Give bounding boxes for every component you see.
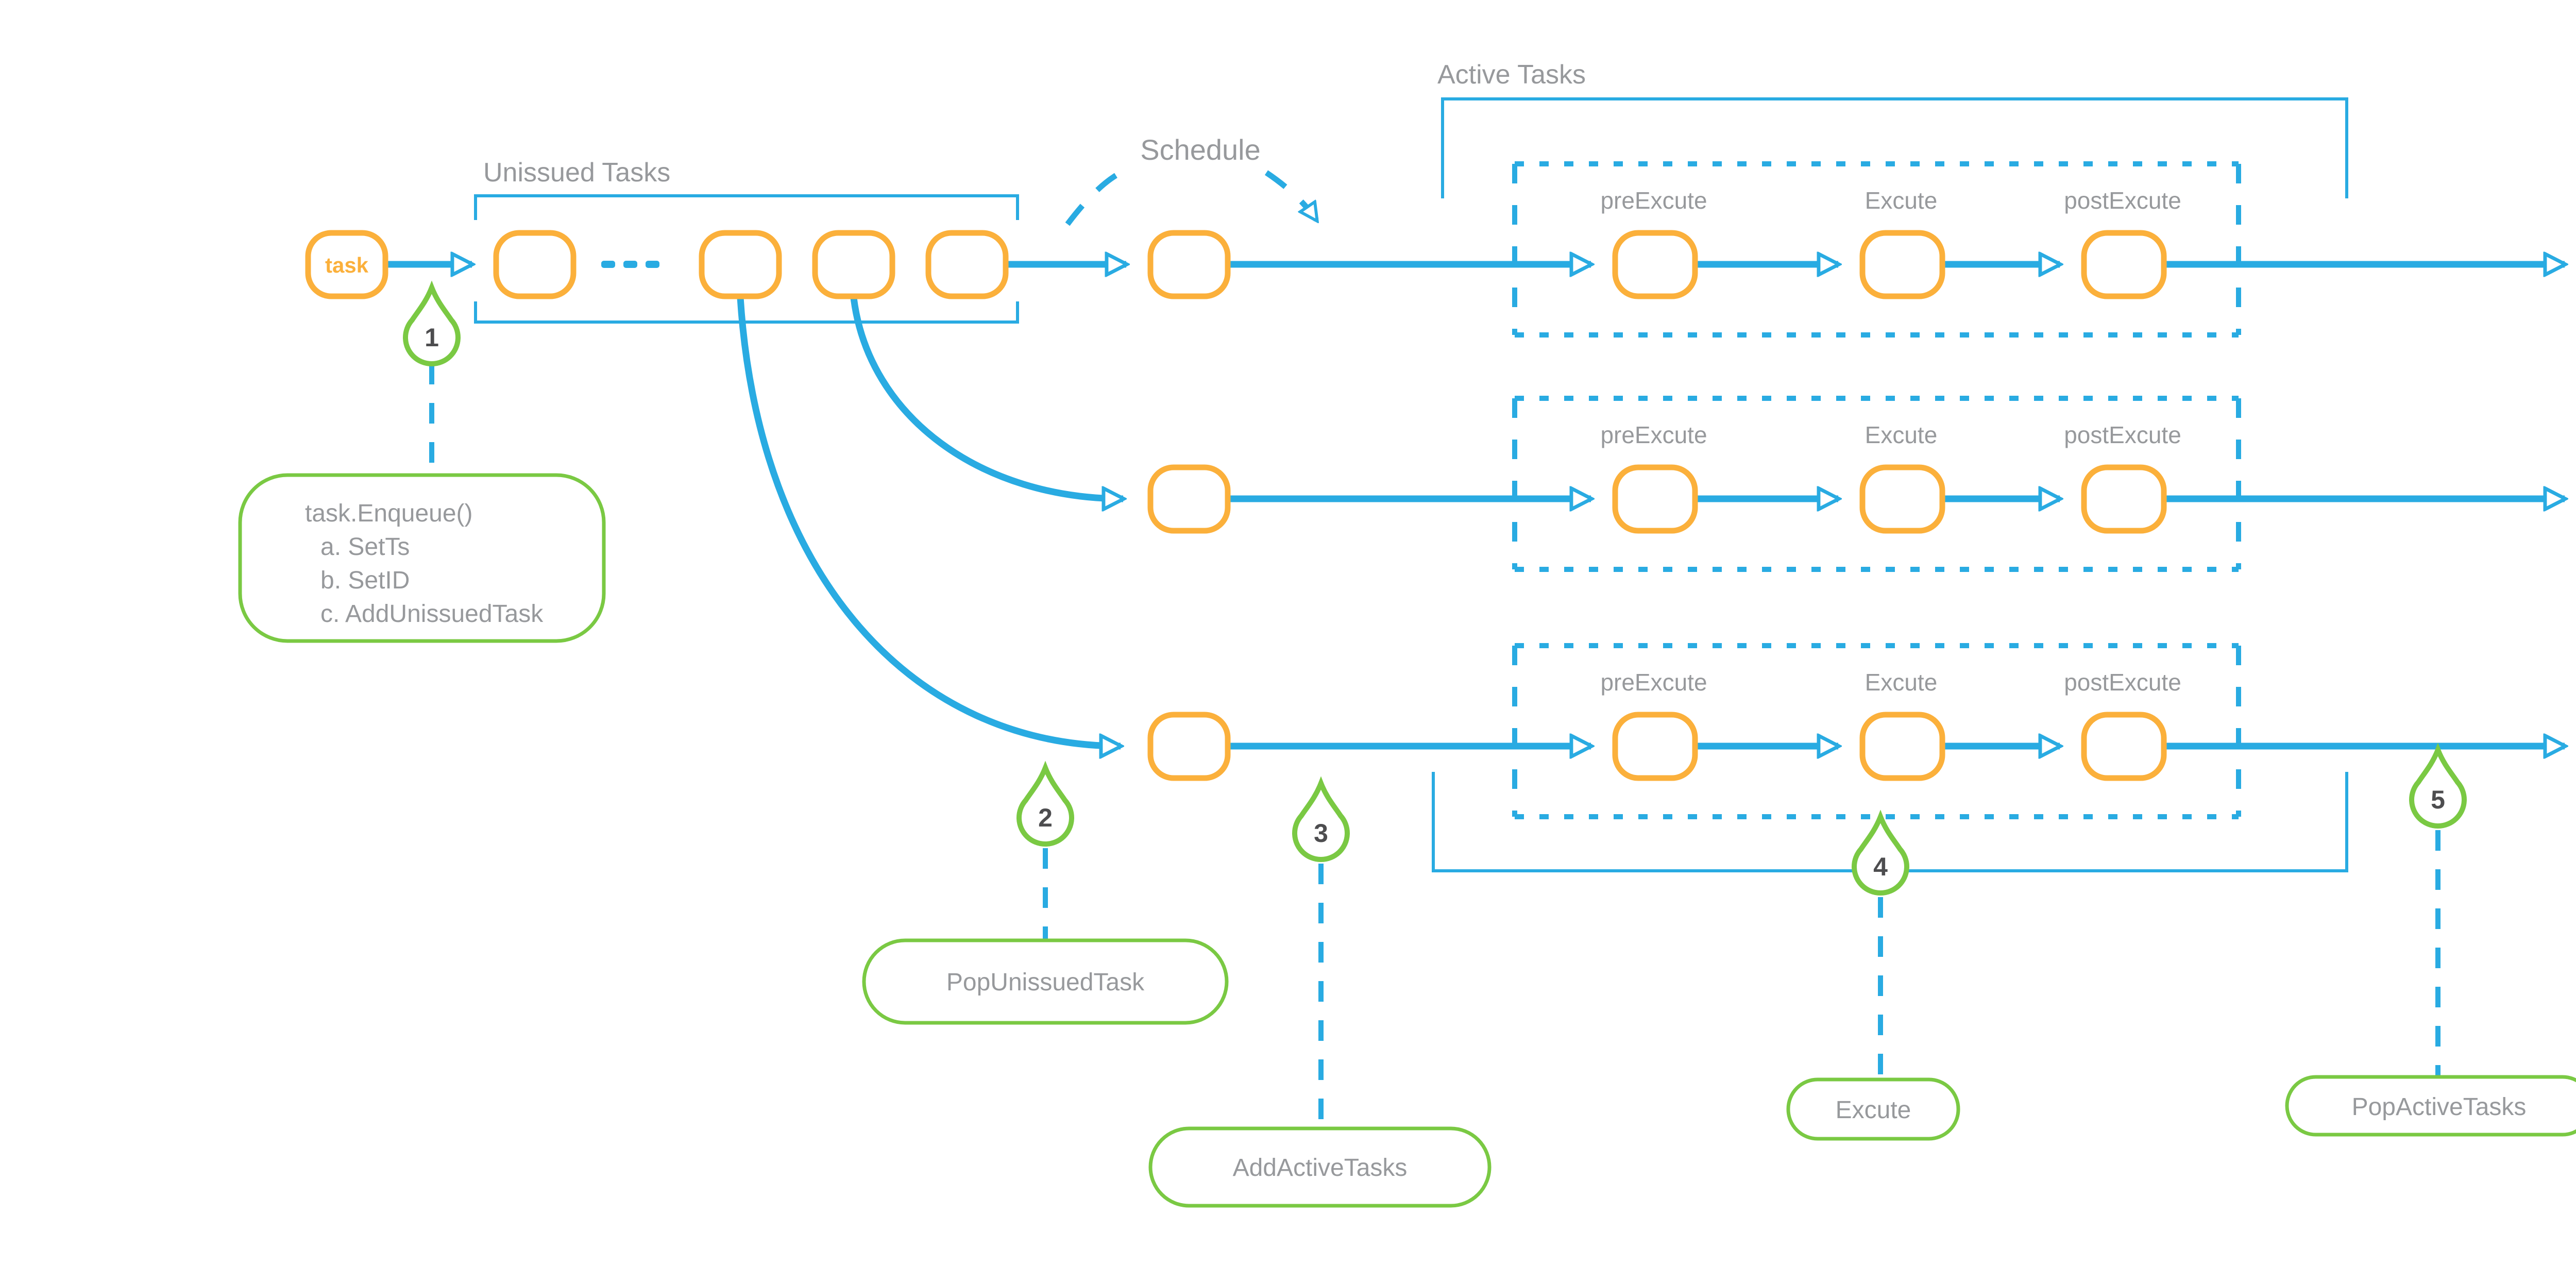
- stage-label-exec-row3: Excute: [1865, 669, 1938, 696]
- stage-label-pre-row1: preExcute: [1600, 187, 1707, 214]
- annotation-enqueue-line3: b. SetID: [320, 567, 410, 594]
- unissued-bracket-top: [474, 194, 1019, 220]
- schedule-label: Schedule: [1140, 133, 1261, 166]
- exec-node-row3: [1859, 712, 1945, 781]
- marker-5: 5: [2409, 743, 2467, 829]
- sched-node-row1: [1147, 230, 1231, 299]
- curve-queue-to-sched-row3: [737, 297, 1121, 746]
- curve-queue-to-sched-row2: [850, 297, 1123, 499]
- queue-node-4: [925, 230, 1009, 299]
- annotation-excute: Excute: [1786, 1077, 1960, 1141]
- annotation-enqueue-line1: task.Enqueue(): [305, 500, 473, 527]
- pipeline-box-row1: [1512, 161, 2241, 338]
- annotation-enqueue-line4: c. AddUnissuedTask: [320, 600, 544, 628]
- exec-node-row2: [1859, 464, 1945, 534]
- post-node-row1: [2081, 230, 2167, 299]
- stage-label-post-row2: postExcute: [2064, 421, 2181, 448]
- marker-2-pin: [1016, 761, 1074, 847]
- annotation-addactivetasks: AddActiveTasks: [1148, 1126, 1492, 1208]
- marker-5-pin: [2409, 743, 2467, 829]
- stage-label-exec-row1: Excute: [1865, 187, 1938, 214]
- stage-label-exec-row2: Excute: [1865, 421, 1938, 448]
- annotation-popactivetasks-text: PopActiveTasks: [2352, 1093, 2527, 1121]
- stage-label-pre-row2: preExcute: [1600, 421, 1707, 448]
- annotation-addactivetasks-text: AddActiveTasks: [1233, 1154, 1408, 1182]
- unissued-bracket-bottom: [474, 301, 1019, 324]
- queue-node-3: [812, 230, 895, 299]
- sched-node-row3: [1147, 712, 1231, 781]
- queue-ellipsis-icon: [601, 261, 659, 268]
- pipeline-box-row2: [1512, 396, 2241, 572]
- task-node-label: task: [325, 253, 369, 277]
- queue-node-1: [493, 230, 577, 299]
- sched-node-row2: [1147, 464, 1231, 534]
- marker-3-number: 3: [1314, 819, 1328, 848]
- schedule-arc-left: [1065, 166, 1130, 226]
- annotation-popunissuedtask-text: PopUnissuedTask: [946, 969, 1145, 996]
- pre-node-row1: [1612, 230, 1698, 299]
- annotation-enqueue: task.Enqueue() a. SetTs b. SetID c. AddU…: [238, 473, 606, 643]
- marker-3: 3: [1292, 776, 1350, 863]
- post-node-row2: [2081, 464, 2167, 534]
- marker-2: 2: [1016, 761, 1074, 847]
- marker-4: 4: [1852, 809, 1909, 896]
- marker-3-pin: [1292, 776, 1350, 863]
- pre-node-row3: [1612, 712, 1698, 781]
- annotation-popactivetasks: PopActiveTasks: [2285, 1075, 2576, 1137]
- annotation-excute-text: Excute: [1836, 1097, 1911, 1124]
- active-bracket-top: [1441, 97, 2348, 198]
- annotation-popunissuedtask: PopUnissuedTask: [862, 938, 1229, 1025]
- marker-4-pin: [1852, 809, 1909, 896]
- pre-node-row2: [1612, 464, 1698, 534]
- marker-1-number: 1: [425, 323, 439, 352]
- stage-label-post-row1: postExcute: [2064, 187, 2181, 214]
- stage-label-pre-row3: preExcute: [1600, 669, 1707, 696]
- marker-2-number: 2: [1038, 803, 1053, 832]
- pipeline-box-row3: [1512, 643, 2241, 819]
- exec-node-row1: [1859, 230, 1945, 299]
- task-node: [305, 230, 388, 299]
- unissued-tasks-label: Unissued Tasks: [483, 158, 670, 188]
- marker-4-number: 4: [1873, 852, 1888, 881]
- schedule-arc-arrow: [1264, 170, 1319, 221]
- marker-1-pin: [403, 280, 461, 367]
- marker-5-number: 5: [2431, 785, 2445, 814]
- stage-label-post-row3: postExcute: [2064, 669, 2181, 696]
- marker-1: 1: [403, 280, 461, 367]
- post-node-row3: [2081, 712, 2167, 781]
- active-tasks-label: Active Tasks: [1437, 60, 1586, 90]
- annotation-enqueue-line2: a. SetTs: [320, 533, 410, 561]
- queue-node-2: [699, 230, 782, 299]
